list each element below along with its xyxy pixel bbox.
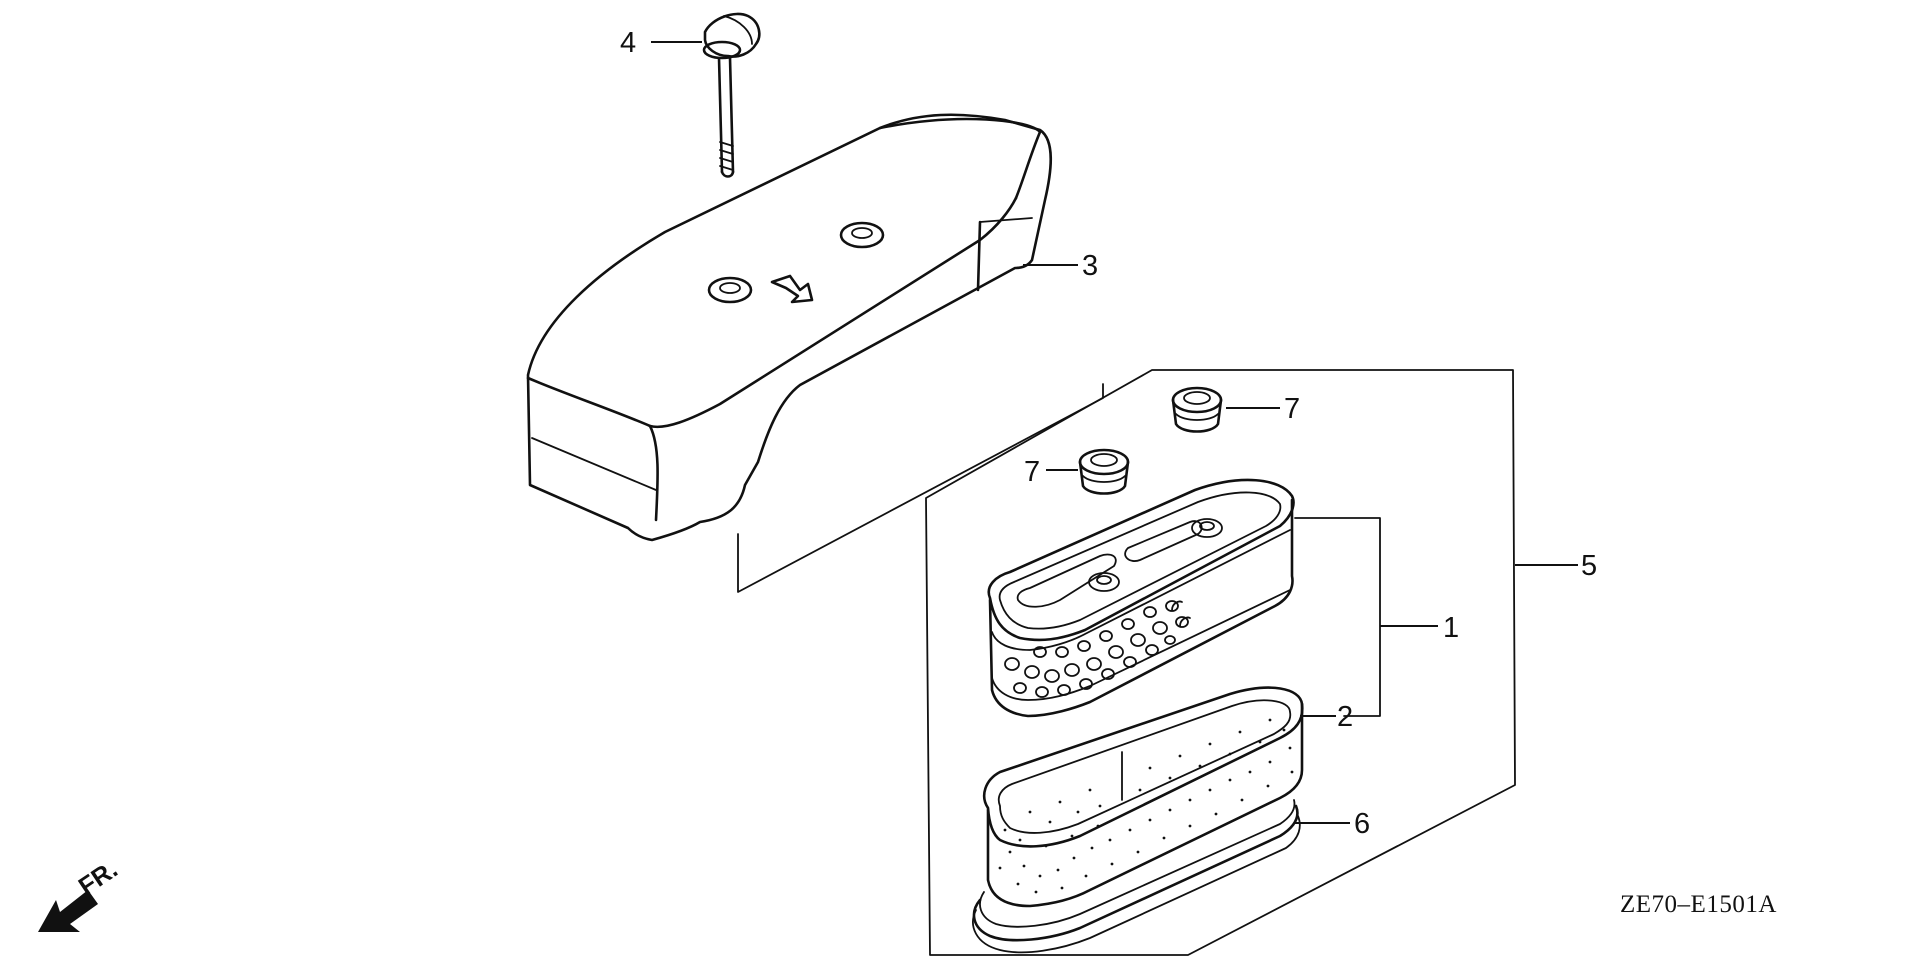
front-direction-arrow-icon: FR.: [38, 855, 123, 932]
air-cleaner-cover: 3: [526, 113, 1098, 542]
callout-2: 2: [1337, 701, 1353, 733]
callout-5: 5: [1581, 550, 1597, 582]
grommet-upper: 7: [1171, 386, 1300, 433]
callout-7b: 7: [1024, 456, 1040, 488]
assembly-bracket-5: 5: [925, 369, 1597, 956]
filter-perforations: [1004, 600, 1189, 698]
gasket-seal: 6: [972, 799, 1370, 954]
drawing-code: ZE70–E1501A: [1620, 891, 1777, 918]
callout-7a: 7: [1284, 393, 1300, 425]
callout-4: 4: [620, 27, 636, 59]
callout-3: 3: [1082, 250, 1098, 282]
wing-nut-bolt: 4: [620, 12, 761, 178]
foam-prefilter: [983, 686, 1304, 908]
foam-texture: [998, 718, 1294, 894]
filter-element: [987, 478, 1295, 718]
front-direction-label: FR.: [74, 855, 123, 901]
bracket-1-2: 1 2: [1294, 517, 1459, 733]
callout-6: 6: [1354, 808, 1370, 840]
cover-alignment-line: [737, 383, 1104, 593]
grommet-lower: 7: [1024, 448, 1130, 495]
callout-1: 1: [1443, 612, 1459, 644]
